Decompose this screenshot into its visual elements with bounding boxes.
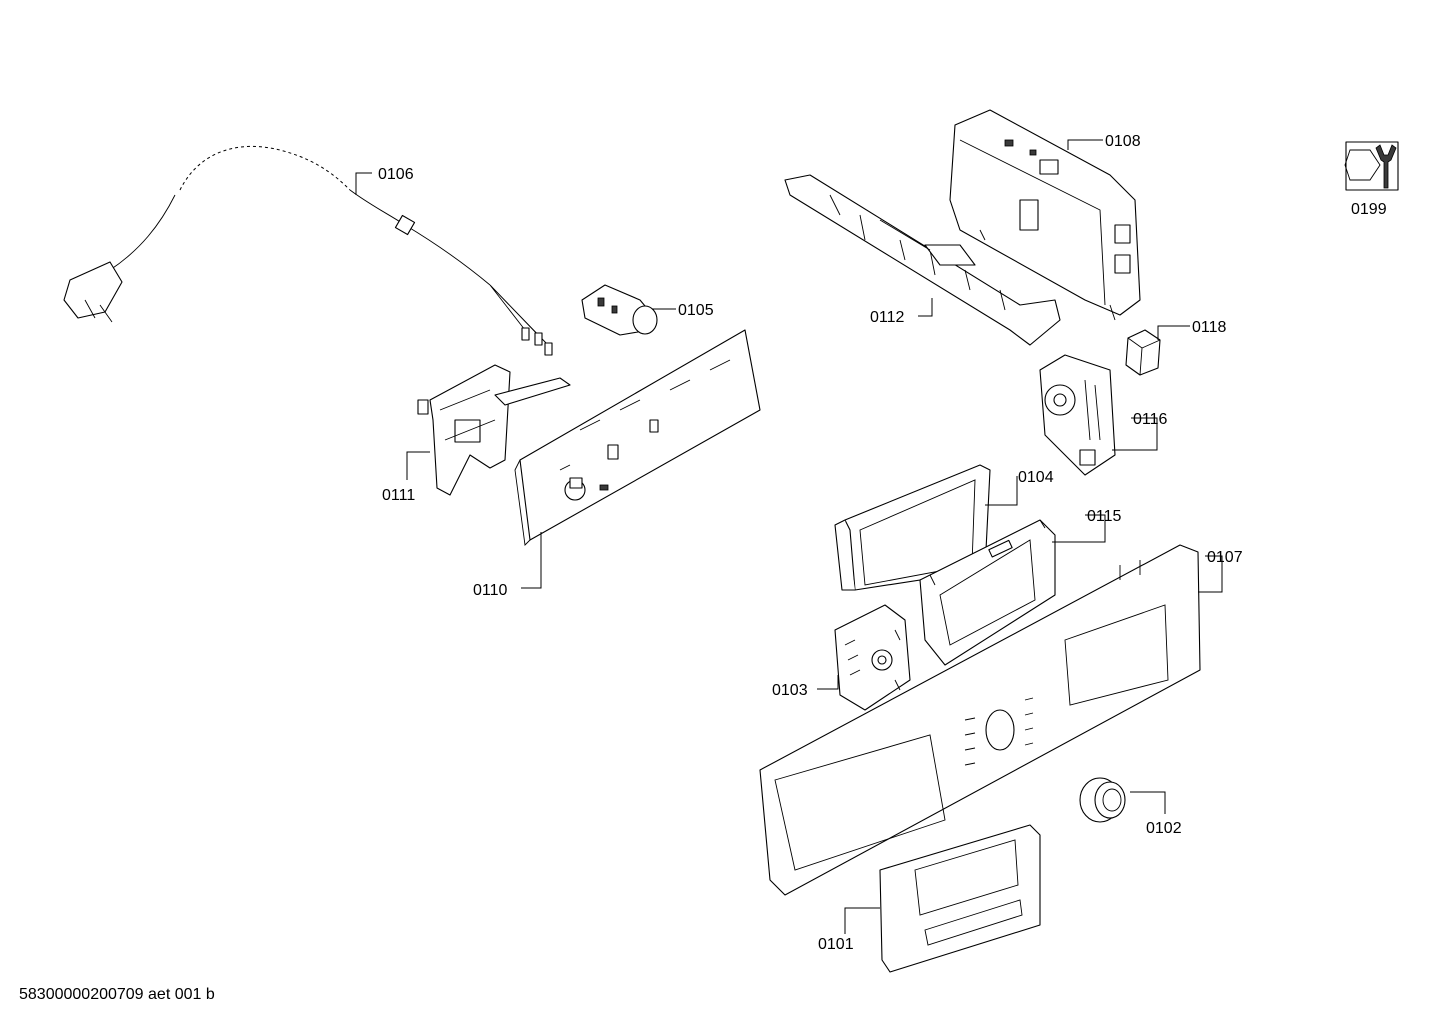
callout-0107: 0107 — [1207, 549, 1243, 566]
leader-lines — [355, 139, 1223, 934]
callout-0104: 0104 — [1018, 469, 1054, 486]
wrench-nut-icon — [1344, 141, 1399, 191]
part-selector-module — [834, 604, 911, 711]
callout-0108: 0108 — [1105, 133, 1141, 150]
callout-0116: 0116 — [1133, 411, 1168, 428]
callout-0110: 0110 — [473, 582, 508, 599]
callout-labels: 0106 0105 0111 0110 0112 0108 0118 0116 … — [378, 133, 1387, 953]
callout-0105: 0105 — [678, 302, 714, 319]
callout-0111: 0111 — [382, 487, 415, 504]
part-power-cable — [63, 145, 553, 356]
part-power-module — [949, 109, 1141, 321]
part-fascia — [759, 544, 1201, 896]
document-id: 58300000200709 aet 001 b — [19, 986, 215, 1003]
callout-0106: 0106 — [378, 166, 414, 183]
part-bracket — [417, 364, 571, 496]
part-dispenser-front — [879, 824, 1041, 973]
part-control-module — [514, 329, 761, 546]
part-module-holder — [784, 174, 1061, 346]
callout-0102: 0102 — [1146, 820, 1182, 837]
callout-0118: 0118 — [1192, 319, 1227, 336]
part-display-mount — [919, 519, 1056, 666]
part-switch — [1125, 329, 1161, 376]
callout-0103: 0103 — [772, 682, 808, 699]
callout-0199: 0199 — [1351, 201, 1387, 218]
part-display-window — [834, 464, 991, 591]
callout-0101: 0101 — [818, 936, 854, 953]
part-knob — [1079, 777, 1126, 823]
callout-0112: 0112 — [870, 309, 905, 326]
callout-0115: 0115 — [1087, 508, 1122, 525]
part-housing — [1039, 354, 1116, 476]
part-suppression-filter — [581, 284, 658, 336]
